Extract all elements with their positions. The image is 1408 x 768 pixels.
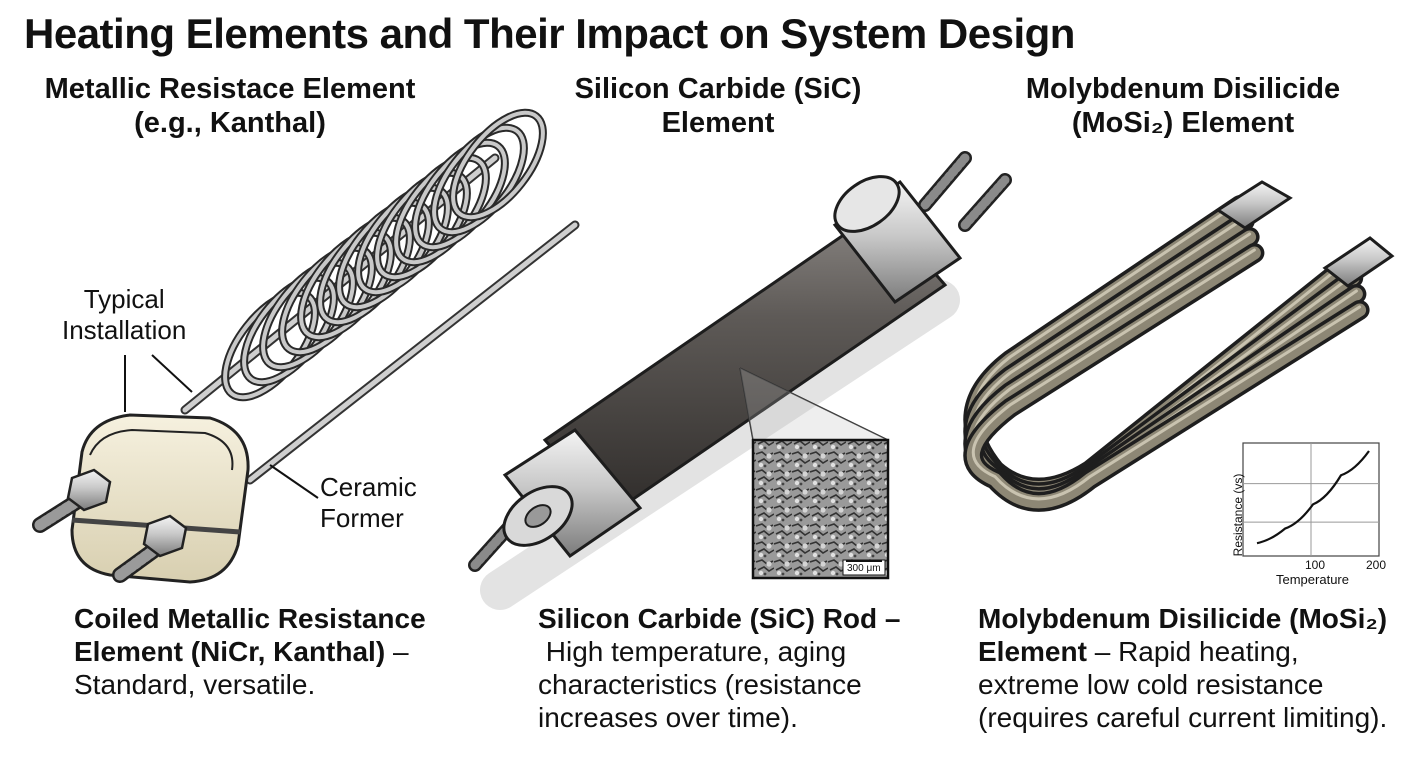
column-1-description: Coiled Metallic Resistance Element (NiCr… <box>74 602 426 701</box>
chart-xtick-100: 100 <box>1305 558 1326 572</box>
column-2-title-line-1: Silicon Carbide (SiC) <box>574 73 862 105</box>
sic-micrograph-inset <box>751 438 890 580</box>
chart-xtick-200: 200 <box>1366 558 1387 572</box>
column-2-title-line-2: Element <box>661 107 775 139</box>
column-2-description: Silicon Carbide (SiC) Rod – High tempera… <box>538 602 900 734</box>
column-1-title-line-1: Metallic Resistace Element <box>44 73 416 105</box>
callout-line: Installation <box>62 315 187 345</box>
desc-bold: Silicon Carbide (SiC) Rod – <box>538 603 901 634</box>
desc-bold: Coiled Metallic Resistance <box>74 603 426 634</box>
desc-text: – Rapid heating, <box>1086 636 1299 667</box>
column-3-title: Molybdenum Disilicide (MoSi₂) Element <box>973 72 1393 140</box>
desc-text: increases over time). <box>538 702 798 733</box>
desc-bold: Molybdenum Disilicide (MoSi₂) <box>978 603 1388 634</box>
desc-text: (requires careful current limiting). <box>978 702 1388 733</box>
column-3-description: Molybdenum Disilicide (MoSi₂) Element – … <box>978 602 1387 734</box>
u-rod-body <box>966 246 1367 509</box>
desc-text: High temperature, aging <box>538 636 847 667</box>
micrograph-scale-label: 300 μm <box>847 563 881 574</box>
desc-text: characteristics (resistance <box>538 669 862 700</box>
resistance-chart <box>1242 442 1380 557</box>
column-3-title-line-1: Molybdenum Disilicide <box>1025 73 1341 105</box>
callout-line: Ceramic <box>320 472 417 502</box>
desc-text: extreme low cold resistance <box>978 669 1324 700</box>
u-rod-highlight <box>971 248 1362 501</box>
mosi2-u-element <box>963 180 1395 512</box>
desc-bold: Element (NiCr, Kanthal) <box>74 636 386 667</box>
callout-line: Former <box>320 503 404 533</box>
chart-ylabel: Resistance (vs) <box>1231 473 1245 557</box>
column-2-title: Silicon Carbide (SiC) Element <box>508 72 928 140</box>
column-3-title-line-2: (MoSi₂) Element <box>1071 107 1295 139</box>
desc-text: – <box>385 636 409 667</box>
callout-line: Typical <box>83 284 165 314</box>
page-title: Heating Elements and Their Impact on Sys… <box>24 10 1075 57</box>
coiled-metallic-element <box>32 108 580 584</box>
desc-text: Standard, versatile. <box>74 669 316 700</box>
column-1-title: Metallic Resistace Element (e.g., Kantha… <box>20 72 440 140</box>
chart-xlabel: Temperature <box>1276 572 1349 587</box>
desc-bold: Element <box>978 636 1087 667</box>
column-1-title-line-2: (e.g., Kanthal) <box>134 107 326 139</box>
sic-rod-element <box>468 151 1012 610</box>
coil-turn <box>451 110 545 220</box>
ceramic-former-callout: Ceramic Former <box>320 472 417 534</box>
typical-installation-callout: Typical Installation <box>62 284 186 346</box>
resistance-curve <box>1256 450 1370 545</box>
